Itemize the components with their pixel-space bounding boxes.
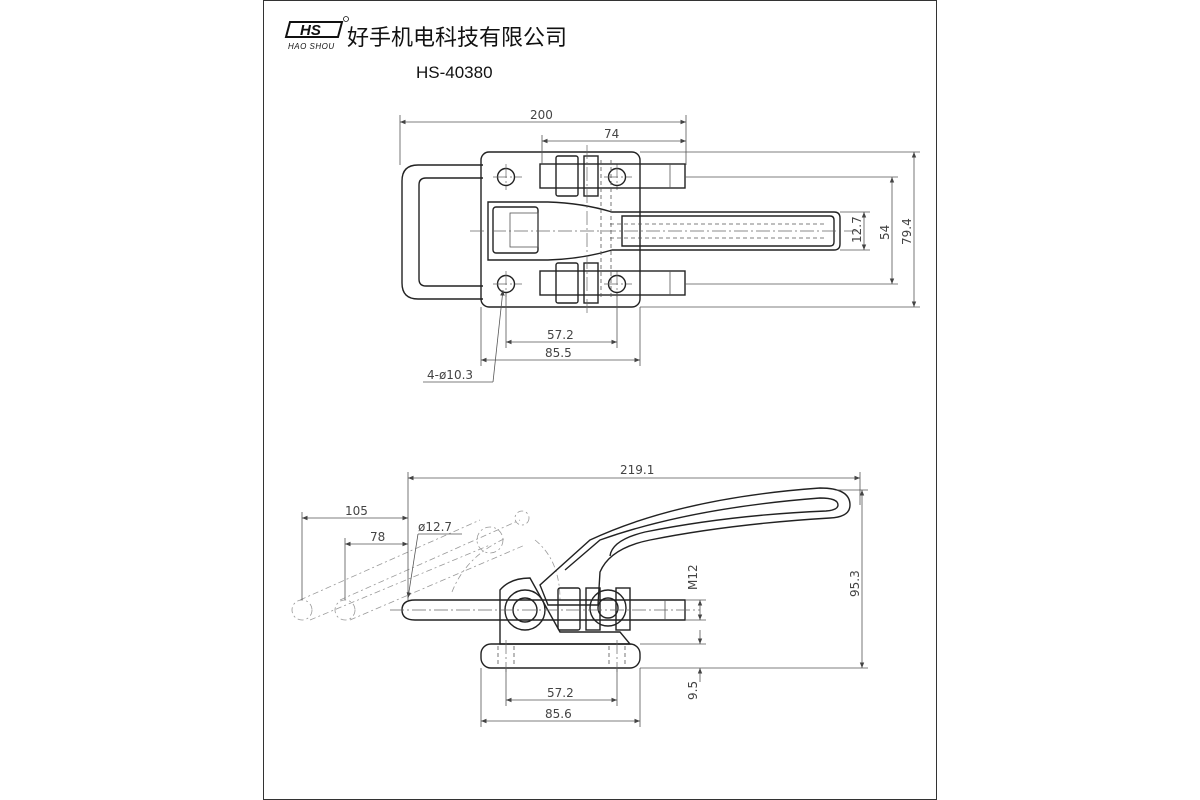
dim-top-mounting-holes: 4-ø10.3 xyxy=(427,368,473,382)
dim-side-base-length: 85.6 xyxy=(545,707,572,721)
dim-top-overall-width: 79.4 xyxy=(900,218,914,245)
company-name: 好手机电科技有限公司 xyxy=(347,26,567,51)
dim-side-overall-length: 219.1 xyxy=(620,463,654,477)
dim-side-open-reach-inner: 78 xyxy=(370,530,385,544)
dim-side-open-reach: 105 xyxy=(345,504,368,518)
dim-side-knob-diameter: ø12.7 xyxy=(418,520,452,534)
dim-top-hole-span: 54 xyxy=(878,225,892,240)
top-view xyxy=(401,145,860,315)
side-view xyxy=(291,487,851,672)
model-code: HS-40380 xyxy=(416,63,493,82)
dim-top-base-width: 85.5 xyxy=(545,346,572,360)
dim-side-thread: M12 xyxy=(686,564,700,590)
dim-top-bolt-pitch: 74 xyxy=(604,127,619,141)
company-logo: HS HAO SHOU xyxy=(284,16,349,51)
dim-top-hole-spacing: 57.2 xyxy=(547,328,574,342)
dim-top-rod-diameter: 12.7 xyxy=(850,216,864,243)
logo-subtext: HAO SHOU xyxy=(288,42,335,51)
top-view-dimensions: 200 74 79.4 54 12.7 57.2 85.5 4-ø10.3 xyxy=(399,108,920,383)
logo-text: HS xyxy=(300,22,321,39)
dim-top-overall-length: 200 xyxy=(530,108,553,122)
dim-side-base-thickness: 9.5 xyxy=(686,681,700,700)
side-view-dimensions: 219.1 105 78 ø12.7 95.3 M12 9.5 57.2 xyxy=(301,463,868,727)
dim-side-hole-spacing: 57.2 xyxy=(547,686,574,700)
dim-side-overall-height: 95.3 xyxy=(848,570,862,597)
sheet-border xyxy=(263,0,937,800)
